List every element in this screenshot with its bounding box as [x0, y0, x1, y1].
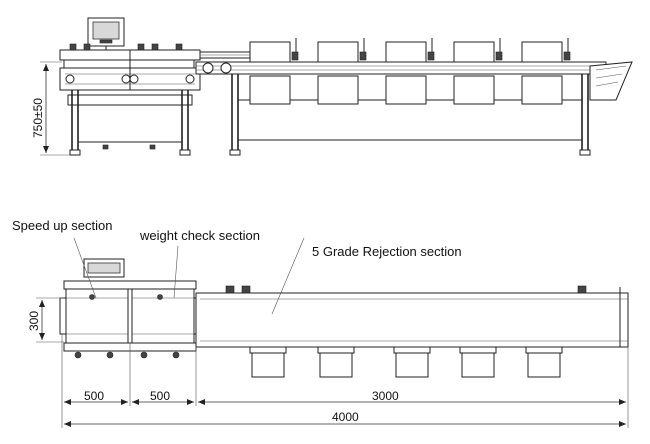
top-view: Speed up section weight check section 5 … — [12, 218, 629, 428]
side-lower-frame — [67, 90, 193, 156]
control-monitor — [87, 17, 125, 52]
plan-rejection-bins — [249, 346, 563, 378]
speed-up-section-label: Speed up section — [12, 218, 112, 233]
height-dimension: 750±50 — [31, 61, 70, 156]
speed-up-length-label: 500 — [84, 389, 104, 403]
width-dimension-label: 300 — [27, 311, 41, 331]
side-rejection-units — [249, 38, 571, 105]
plan-section-labels: Speed up section weight check section 5 … — [12, 218, 462, 315]
side-view: 750±50 — [31, 17, 633, 156]
plan-rejection-conveyor — [195, 285, 629, 348]
rejection-section-label: 5 Grade Rejection section — [312, 244, 462, 259]
width-dimension: 300 — [27, 297, 64, 343]
height-dimension-label: 750±50 — [31, 98, 45, 138]
length-dimensions: 500 500 3000 4000 — [61, 334, 629, 428]
rejection-length-label: 3000 — [372, 389, 399, 403]
side-check-frame — [59, 43, 201, 91]
side-outfeed-chute — [589, 61, 633, 101]
weight-check-section-label: weight check section — [139, 228, 260, 243]
total-length-label: 4000 — [332, 410, 359, 424]
weight-check-length-label: 500 — [150, 389, 170, 403]
